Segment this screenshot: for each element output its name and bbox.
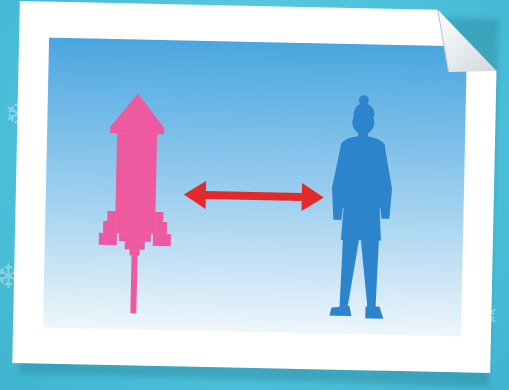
picture-area	[43, 38, 467, 337]
photo-frame	[12, 1, 497, 373]
photo-card	[12, 1, 497, 373]
